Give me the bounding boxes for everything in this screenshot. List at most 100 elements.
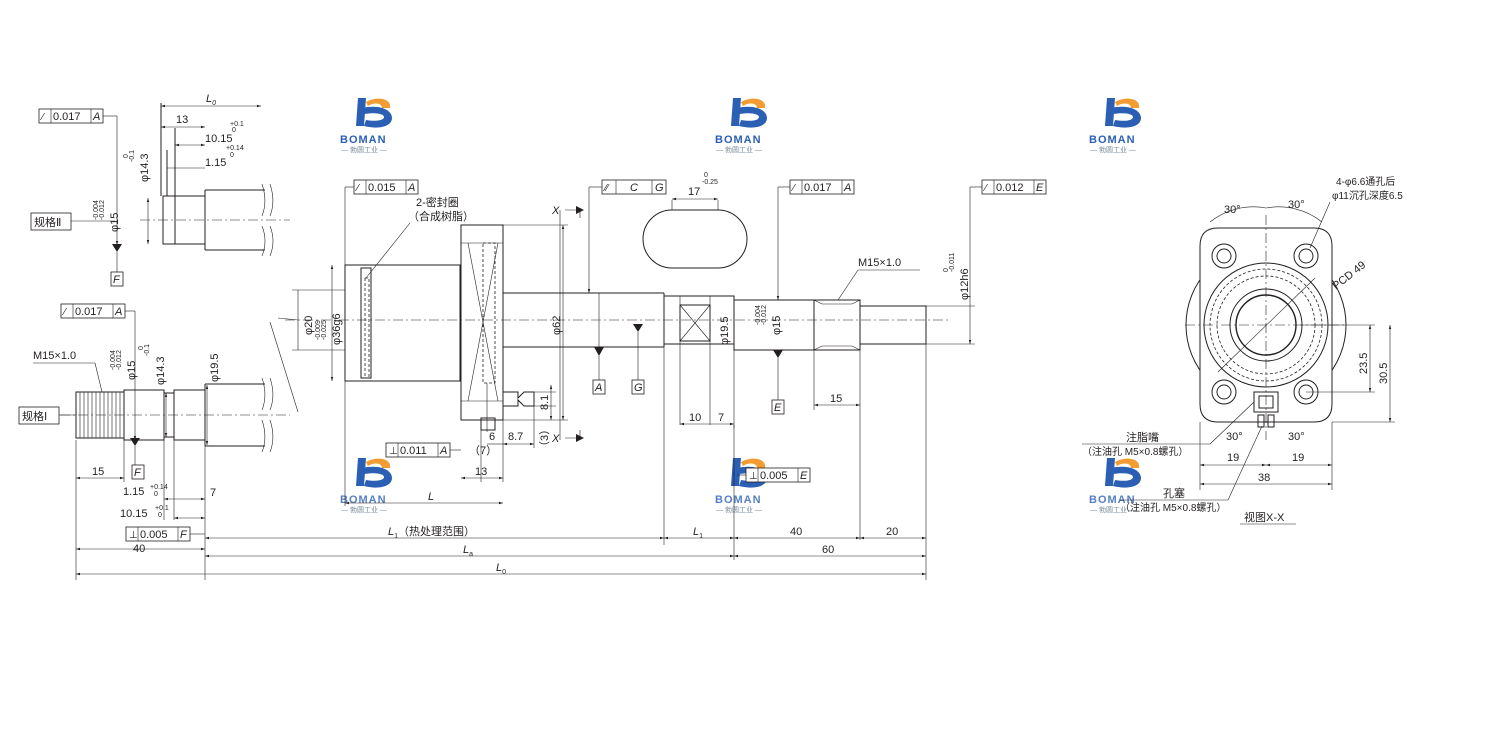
dim-40-left: 40 xyxy=(133,543,145,555)
view-holes-2: φ11沉孔深度6.5 xyxy=(1332,189,1403,202)
svg-text:A: A xyxy=(439,445,447,457)
dim-L1-heat: L1（热处理范围） xyxy=(388,524,475,540)
dim-phi20: φ20 xyxy=(303,316,315,335)
svg-text:E: E xyxy=(1036,182,1044,194)
dim-phi19-5-left: φ19.5 xyxy=(209,353,221,382)
spec2-label: 规格Ⅱ xyxy=(34,215,61,229)
view-dim-19a: 19 xyxy=(1227,452,1239,464)
dim-13-top: 13 xyxy=(176,114,188,126)
dim-6: 6 xyxy=(489,431,495,443)
brand-logo-6 xyxy=(1105,458,1141,488)
dim-17-tolhi: 0 xyxy=(704,172,708,179)
svg-text:A: A xyxy=(92,111,100,123)
svg-text:A: A xyxy=(843,182,851,194)
nut-flange xyxy=(460,224,504,421)
dim-10-15-lower-tolhi: +0.1 xyxy=(155,505,169,512)
brand-sub-3: — 勃圆工业 — xyxy=(1090,145,1136,154)
seal-label-2: （合成树脂） xyxy=(408,209,474,223)
brand-logo-3 xyxy=(1105,98,1141,128)
dim-7-left: 7 xyxy=(210,487,216,499)
nut-body xyxy=(344,264,461,382)
dim-1-15-tollo: 0 xyxy=(230,152,234,159)
dim-phi15-right: φ15 xyxy=(771,316,783,335)
brand-logo-2 xyxy=(731,98,767,128)
svg-text:0.017: 0.017 xyxy=(804,182,832,194)
tolerance-frame-5: ⁄ 0.012 E xyxy=(981,179,1047,195)
dim-phi15-lower-tollo: -0.012 xyxy=(116,350,123,370)
svg-text:A: A xyxy=(407,182,415,194)
svg-text:0.011: 0.011 xyxy=(400,445,427,457)
dim-phi15-lower: φ15 xyxy=(126,361,138,380)
view-angle-bl: 30° xyxy=(1226,431,1243,443)
dim-phi14-3-tol-hi: 0 xyxy=(123,154,130,158)
svg-text:A: A xyxy=(114,306,122,318)
dim-phi14-3-tol-lo: -0.1 xyxy=(129,150,136,162)
svg-text:C: C xyxy=(630,182,638,194)
datum-G: G xyxy=(634,382,643,394)
dim-1-15-tolhi: +0.14 xyxy=(226,145,244,152)
dim-8-7: 8.7 xyxy=(508,431,523,443)
svg-text:0.015: 0.015 xyxy=(368,182,396,194)
dim-m15-right: M15×1.0 xyxy=(858,257,901,269)
tolerance-frame-9: ⊥ 0.005 F xyxy=(125,526,191,542)
dim-17-tollo: -0.25 xyxy=(702,179,718,186)
tolerance-frame-1: ⁄ 0.017 A xyxy=(38,108,104,124)
brand-name-5: BOMAN xyxy=(715,494,762,506)
view-pcd: PCD 49 xyxy=(1330,259,1368,292)
brand-sub-1: — 勃圆工业 — xyxy=(341,145,387,154)
svg-text:⊥: ⊥ xyxy=(389,446,398,457)
dim-15-right: 15 xyxy=(830,393,842,405)
dim-13-mid: 13 xyxy=(475,466,487,478)
svg-text:⊥: ⊥ xyxy=(749,471,758,482)
dim-phi14-3-lower-tollo: -0.1 xyxy=(144,344,151,356)
datum-A: A xyxy=(594,382,602,394)
brand-logo-4 xyxy=(356,458,392,488)
dim-20: 20 xyxy=(886,526,898,538)
svg-text:0.012: 0.012 xyxy=(996,182,1024,194)
svg-text:0.017: 0.017 xyxy=(53,111,81,123)
view-nipple-2: （注油孔 M5×0.8螺孔） xyxy=(1082,445,1188,458)
svg-text:⁄: ⁄ xyxy=(61,307,67,318)
svg-text:E: E xyxy=(800,470,808,482)
dim-phi14-3-top: φ14.3 xyxy=(139,153,151,182)
dim-m15-left: M15×1.0 xyxy=(33,350,76,362)
brand-name-1: BOMAN xyxy=(340,134,387,146)
dim-L1: L1 xyxy=(693,526,703,540)
dim-phi14-3-lower: φ14.3 xyxy=(155,356,167,385)
svg-text:⁄: ⁄ xyxy=(354,183,360,194)
dim-1-15-lower-tolhi: +0.14 xyxy=(150,484,168,491)
dim-8-1: 8.1 xyxy=(539,395,551,410)
tolerance-frame-3: ⁄⁄ C G xyxy=(601,179,667,195)
dim-phi14-3-lower-tolhi: 0 xyxy=(138,346,145,350)
datum-E: E xyxy=(774,402,782,414)
dim-1-15-lower-tollo: 0 xyxy=(154,491,158,498)
tolerance-frame-2: ⁄ 0.015 A xyxy=(353,179,419,195)
svg-text:F: F xyxy=(180,529,188,541)
dim-10-mid: 10 xyxy=(689,412,701,424)
brand-logo-1 xyxy=(356,98,392,128)
dim-L0-bottom: L0 xyxy=(496,562,506,576)
svg-text:0.017: 0.017 xyxy=(75,306,103,318)
dim-10-15-tollo: 0 xyxy=(232,127,236,134)
screw-shaft xyxy=(503,292,927,425)
view-dim-30-5: 30.5 xyxy=(1378,363,1390,384)
dim-L0-top: L0 xyxy=(206,93,216,107)
dim-phi15-tol-lo: -0.012 xyxy=(99,200,106,220)
dim-phi15r-tolhi: -0.004 xyxy=(755,305,762,325)
grease-nipple xyxy=(480,383,535,432)
datum-F-upper: F xyxy=(113,274,121,286)
dim-phi12-tolhi: 0 xyxy=(943,268,950,272)
dim-10-15-lower: 10.15 xyxy=(120,508,148,520)
brand-sub-6: — 勃圆工业 — xyxy=(1090,505,1136,514)
view-angle-br: 30° xyxy=(1288,431,1305,443)
dim-phi15r-tollo: -0.012 xyxy=(761,305,768,325)
dim-10-15-top: 10.15 xyxy=(205,133,233,145)
brand-name-3: BOMAN xyxy=(1089,134,1136,146)
view-dim-23-5: 23.5 xyxy=(1358,353,1370,374)
view-title: 视图X-X xyxy=(1244,510,1285,524)
brand-name-6: BOMAN xyxy=(1089,494,1136,506)
datum-F-lower: F xyxy=(134,467,142,479)
svg-text:0.005: 0.005 xyxy=(760,470,788,482)
section-X-top: X xyxy=(551,205,560,217)
